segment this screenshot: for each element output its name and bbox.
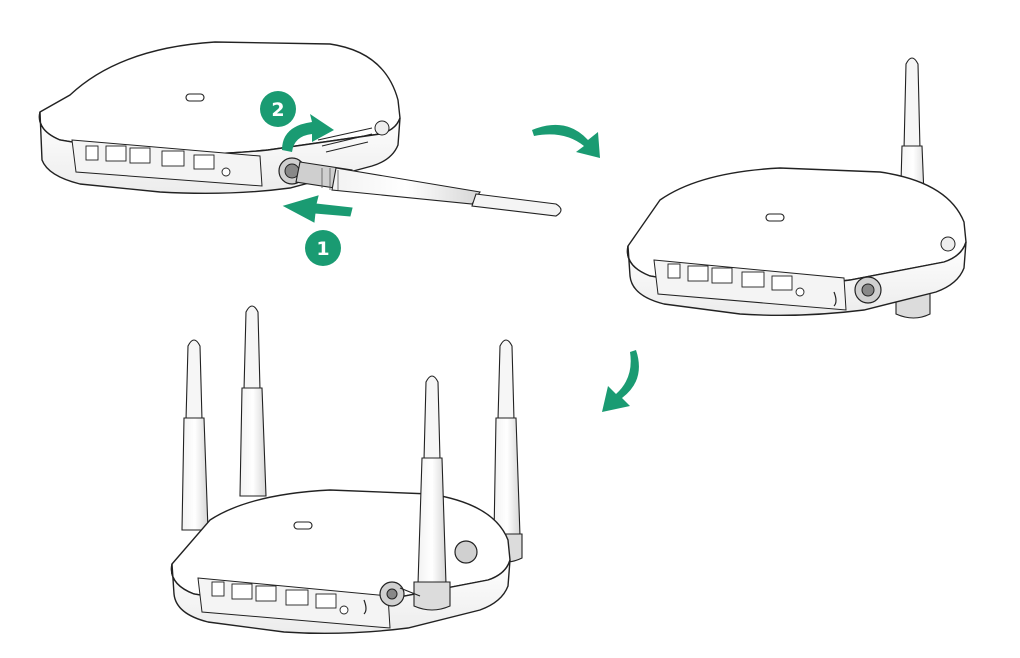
device-step-1: 1 2 (38, 41, 562, 266)
rotate-arrow-icon (282, 114, 334, 152)
svg-text:1: 1 (316, 238, 329, 260)
device-step-2 (626, 57, 967, 319)
led-indicator (765, 213, 785, 222)
antenna-icon (239, 305, 267, 497)
antenna-connector (854, 276, 882, 304)
svg-text:2: 2 (271, 99, 284, 121)
push-arrow-icon (282, 195, 353, 223)
device-shell-top (38, 41, 401, 155)
led-indicator (185, 93, 205, 102)
device-step-3 (170, 305, 523, 635)
port-row (667, 263, 805, 297)
port-row (85, 145, 231, 177)
antenna-icon (413, 375, 451, 611)
antenna-connector (454, 540, 478, 564)
step-badge-1: 1 (305, 230, 341, 266)
antenna-icon (181, 339, 209, 531)
antenna-icon (295, 161, 562, 217)
led-indicator (293, 521, 313, 530)
curved-arrow-icon (532, 124, 600, 158)
curved-arrow-icon (602, 350, 639, 412)
step-badge-2: 2 (260, 91, 296, 127)
port-row (211, 581, 349, 615)
antenna-connector (379, 581, 405, 607)
